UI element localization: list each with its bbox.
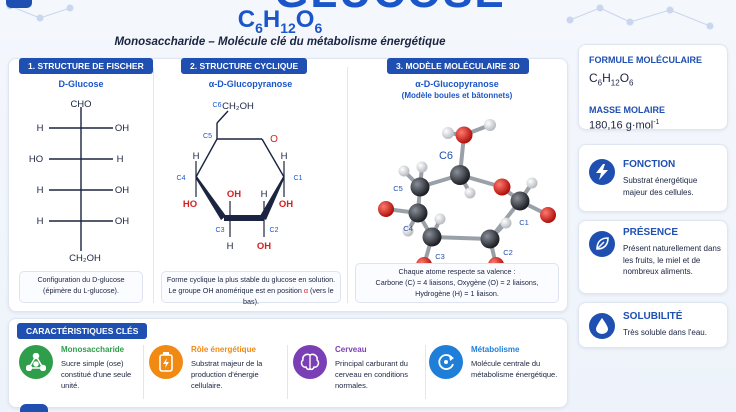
ch2oh-label: CH₂OH <box>222 101 254 112</box>
c3-oh-label: OH <box>227 189 241 200</box>
fischer-projection: CHO H OH HO H H OH H OH CH₂OH <box>29 99 129 264</box>
feature-text: Sucre simple (ose) constitué d'une seule… <box>61 359 132 390</box>
cycle-icon <box>429 345 463 379</box>
c6-label: C6 <box>213 102 222 109</box>
page-subtitle: Monosaccharide – Molécule clé du métabol… <box>114 36 446 48</box>
cyclic-header: 2. STRUCTURE CYCLIQUE <box>181 58 308 74</box>
presence-text: Présent naturellement dans les fruits, l… <box>623 244 721 277</box>
c3-h-label: H <box>227 241 234 252</box>
fischer-caption: Configuration du D-glucose (épimère du L… <box>19 271 143 303</box>
solubility-text: Très soluble dans l'eau. <box>623 328 707 337</box>
battery-icon <box>149 345 183 379</box>
molar-mass-value: 180,16 g·mol-1 <box>589 119 660 132</box>
cyclic-name: α-D-Glucopyranose <box>208 79 293 89</box>
bottom-edge-badge <box>20 404 48 412</box>
model3d-header: 3. MODÈLE MOLÉCULAIRE 3D <box>387 58 529 74</box>
brain-icon <box>293 345 327 379</box>
function-title: FONCTION <box>623 159 676 170</box>
fischer-left-label: H <box>37 216 44 227</box>
fischer-name: D-Glucose <box>58 79 104 89</box>
solubility-card: SOLUBILITÉ Très soluble dans l'eau. <box>578 302 728 348</box>
fischer-right-label: OH <box>115 185 129 196</box>
model3d-subname: (Modèle boules et bâtonnets) <box>401 91 513 100</box>
c4-label: C4 <box>177 175 186 182</box>
fischer-left-label: HO <box>29 154 43 165</box>
divider <box>287 345 288 399</box>
ball-and-stick-model: C6 C5 C4 C3 C2 C1 <box>378 119 556 265</box>
background-molecule-decoration <box>566 4 714 30</box>
c2-label: C2 <box>270 227 279 234</box>
solubility-title: SOLUBILITÉ <box>623 311 683 322</box>
structures-panel: 1. STRUCTURE DE FISCHER D-Glucose CHO H … <box>8 58 568 312</box>
model3d-caption: Chaque atome respecte sa valence : Carbo… <box>355 263 559 303</box>
c1-3d-label: C1 <box>519 218 529 227</box>
c4-h-label: H <box>193 151 200 162</box>
c3-label: C3 <box>216 227 225 234</box>
divider <box>425 345 426 399</box>
feature-title: Rôle énergétique <box>191 345 256 354</box>
molar-mass-label: MASSE MOLAIRE <box>589 105 666 115</box>
molecular-formula-title: C6H12O6 <box>237 6 323 36</box>
divider <box>347 67 348 303</box>
feature-text: Substrat majeur de la production d'énerg… <box>191 359 263 390</box>
fischer-right-label: OH <box>115 123 129 134</box>
function-text: Substrat énergétique majeur des cellules… <box>623 176 698 197</box>
c4-ho-label: HO <box>183 199 197 210</box>
logo <box>6 0 32 8</box>
c2-3d-label: C2 <box>503 248 513 257</box>
c5-label: C5 <box>203 133 212 140</box>
c2-oh-label: OH <box>257 241 271 252</box>
fischer-left-label: H <box>37 123 44 134</box>
model3d-name: α-D-Glucopyranose <box>415 79 499 89</box>
fischer-bottom-group: CH₂OH <box>69 253 101 264</box>
fischer-top-group: CHO <box>70 99 91 110</box>
fischer-left-label: H <box>37 185 44 196</box>
formula-label: FORMULE MOLÉCULAIRE <box>589 55 702 65</box>
c5-3d-label: C5 <box>393 184 403 193</box>
c1-oh-label: OH <box>279 199 293 210</box>
lightning-icon <box>589 159 615 185</box>
leaf-icon <box>589 231 615 257</box>
c4-3d-label: C4 <box>403 224 413 233</box>
formula-card: FORMULE MOLÉCULAIRE C6H12O6 MASSE MOLAIR… <box>578 44 728 132</box>
feature-text: Molécule centrale du métabolisme énergét… <box>471 359 558 379</box>
c2-h-label: H <box>261 189 268 200</box>
divider <box>143 345 144 399</box>
feature-text: Principal carburant du cerveau en condit… <box>335 359 408 390</box>
feature-title: Monosaccharide <box>61 345 125 354</box>
cyclic-caption: Forme cyclique la plus stable du glucose… <box>161 271 341 306</box>
fischer-header: 1. STRUCTURE DE FISCHER <box>19 58 153 74</box>
feature-title: Métabolisme <box>471 345 520 354</box>
presence-title: PRÉSENCE <box>623 227 679 238</box>
presence-card: PRÉSENCE Présent naturellement dans les … <box>578 220 728 294</box>
formula-value: C6H12O6 <box>589 71 634 88</box>
haworth-projection: C6 CH₂OH C5 O C4 C1 H HO H OH OH H C3 C2… <box>177 101 303 252</box>
fischer-right-label: OH <box>115 216 129 227</box>
water-drop-icon <box>589 313 615 339</box>
c1-label: C1 <box>294 175 303 182</box>
divider <box>153 67 154 303</box>
molecule-icon <box>19 345 53 379</box>
ring-oxygen-label: O <box>270 134 278 145</box>
key-features-header: CARACTÉRISTIQUES CLÉS <box>17 323 148 339</box>
c1-h-label: H <box>281 151 288 162</box>
c3-3d-label: C3 <box>435 252 445 261</box>
key-features-panel: CARACTÉRISTIQUES CLÉS Monosaccharide Suc… <box>8 318 568 408</box>
function-card: FONCTION Substrat énergétique majeur des… <box>578 144 728 212</box>
feature-title: Cerveau <box>335 345 367 354</box>
c6-3d-label: C6 <box>439 150 453 162</box>
fischer-right-label: H <box>117 154 124 165</box>
